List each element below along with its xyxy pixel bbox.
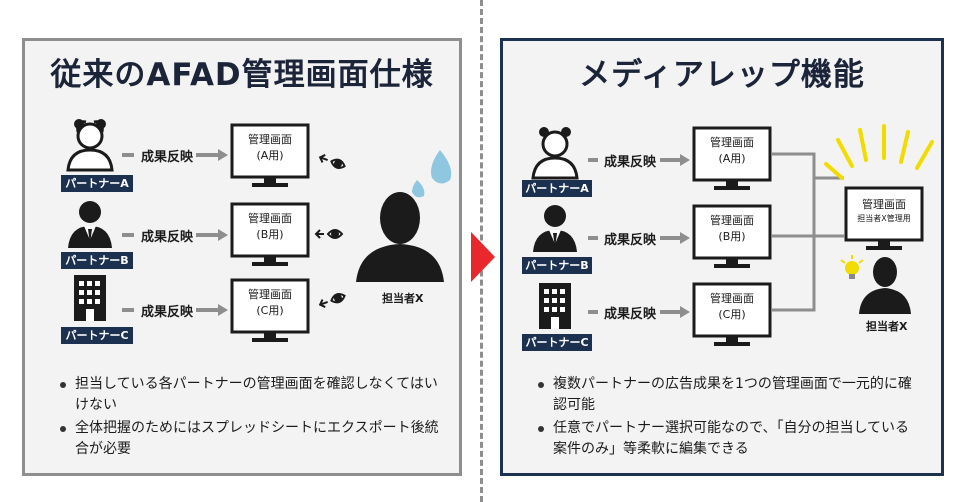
result-reflect-label-b-right: 成果反映	[604, 233, 657, 248]
eye-icon-b	[314, 229, 344, 239]
partner-c-building-icon-right	[539, 283, 571, 329]
conventional-bullet-2: 全体把握のためにはスプレッドシートにエクスポート後統合が必要	[55, 418, 440, 460]
conventional-bullet-1: 担当している各パートナーの管理画面を確認しなくてはいけない	[55, 374, 440, 416]
manager-label-left: 担当者X	[382, 292, 424, 305]
monitor-c-title: 管理画面	[248, 288, 292, 301]
mediarep-bullet-2: 任意でパートナー選択可能なので、「自分の担当している案件のみ」等柔軟に編集できる	[533, 418, 923, 460]
stressed-manager-icon	[356, 192, 444, 282]
monitor-b-text: 管理画面 (B用)	[232, 211, 308, 243]
monitor-c-title-right: 管理画面	[710, 292, 754, 305]
monitor-c-text-right: 管理画面 (C用)	[694, 291, 770, 323]
result-reflect-label-c: 成果反映	[141, 305, 194, 320]
monitor-b-title-right: 管理画面	[710, 214, 754, 227]
manager-label-right: 担当者X	[866, 320, 908, 333]
eye-icon-a	[318, 154, 346, 169]
conventional-monitor-b	[230, 202, 310, 266]
result-reflect-label-a-right: 成果反映	[604, 155, 657, 170]
partner-b-person-icon	[68, 201, 112, 248]
merged-monitor	[844, 186, 924, 250]
monitor-b-sub: (B用)	[256, 228, 284, 241]
merged-monitor-text: 管理画面 担当者X管理用	[846, 198, 922, 226]
lightbulb-icon	[840, 255, 864, 279]
monitor-a-title-right: 管理画面	[710, 136, 754, 149]
mediarep-monitor-c	[692, 282, 772, 346]
merge-connectors	[772, 152, 844, 312]
result-reflect-label-b: 成果反映	[141, 230, 194, 245]
highlight-burst-icon	[824, 124, 934, 180]
partner-a-person-icon-right	[531, 127, 579, 180]
conventional-arrows	[122, 149, 228, 316]
monitor-b-text-right: 管理画面 (B用)	[694, 213, 770, 245]
partner-a-tag: パートナーA	[61, 175, 133, 192]
result-reflect-label-c-right: 成果反映	[604, 307, 657, 322]
partner-a-person-icon	[66, 119, 114, 172]
mediarep-bullets: 複数パートナーの広告成果を1つの管理画面で一元的に確認可能 任意でパートナー選択…	[533, 374, 923, 462]
conventional-monitor-c	[230, 278, 310, 342]
monitor-c-sub-right: (C用)	[718, 308, 746, 321]
mediarep-bullet-1: 複数パートナーの広告成果を1つの管理画面で一元的に確認可能	[533, 374, 923, 416]
mediarep-monitor-b	[692, 204, 772, 268]
partner-a-tag-right: パートナーA	[522, 180, 592, 197]
transition-arrow-icon	[471, 232, 495, 282]
partner-b-tag: パートナーB	[61, 252, 133, 269]
conventional-monitor-a	[230, 123, 310, 187]
monitor-a-text-right: 管理画面 (A用)	[694, 135, 770, 167]
monitor-a-text: 管理画面 (A用)	[232, 132, 308, 164]
partner-c-building-icon	[74, 275, 106, 321]
sweat-drop-icon	[412, 150, 452, 198]
partner-b-tag-right: パートナーB	[522, 257, 592, 274]
eye-icon-c	[318, 293, 346, 308]
monitor-b-sub-right: (B用)	[718, 230, 746, 243]
happy-manager-icon	[859, 257, 911, 314]
monitor-a-sub: (A用)	[256, 149, 284, 162]
merged-monitor-sub: 担当者X管理用	[857, 214, 911, 223]
mediarep-monitor-a	[692, 126, 772, 190]
monitor-a-sub-right: (A用)	[718, 152, 746, 165]
partner-c-tag-right: パートナーC	[522, 334, 592, 351]
mediarep-arrows	[588, 154, 690, 318]
partner-b-person-icon-right	[533, 205, 577, 252]
partner-c-tag: パートナーC	[61, 327, 133, 344]
conventional-bullets: 担当している各パートナーの管理画面を確認しなくてはいけない 全体把握のためにはス…	[55, 374, 440, 462]
monitor-c-sub: (C用)	[256, 304, 284, 317]
conventional-title: 従来のAFAD管理画面仕様	[50, 57, 434, 93]
result-reflect-label-a: 成果反映	[141, 150, 194, 165]
merged-monitor-title: 管理画面	[862, 198, 906, 211]
monitor-c-text: 管理画面 (C用)	[232, 287, 308, 319]
mediarep-title: メディアレップ機能	[579, 57, 865, 93]
monitor-b-title: 管理画面	[248, 212, 292, 225]
monitor-a-title: 管理画面	[248, 133, 292, 146]
